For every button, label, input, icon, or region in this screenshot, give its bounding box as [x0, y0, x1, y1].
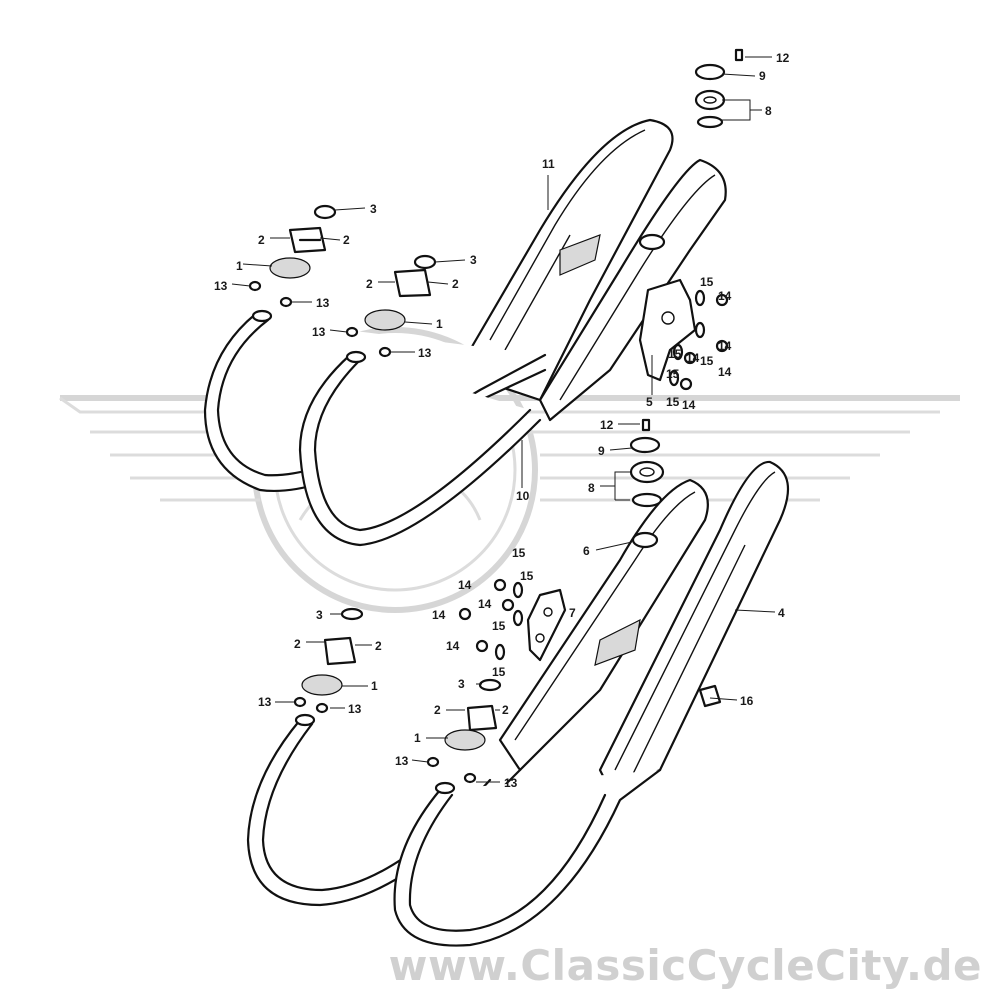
callout-3: 3: [470, 253, 477, 267]
callout-1: 1: [414, 731, 421, 745]
callout-7: 7: [569, 606, 576, 620]
callout-2: 2: [502, 703, 509, 717]
callout-9: 9: [598, 444, 605, 458]
callout-9: 9: [759, 69, 766, 83]
callout-3: 3: [316, 608, 323, 622]
callout-15: 15: [700, 354, 714, 368]
callout-15: 15: [666, 395, 680, 409]
callout-15: 15: [512, 546, 526, 560]
upper-muffler-10: [538, 158, 727, 422]
callout-2: 2: [294, 637, 301, 651]
callout-13: 13: [258, 695, 272, 709]
callout-13: 13: [312, 325, 326, 339]
callout-14: 14: [446, 639, 460, 653]
callout-4: 4: [778, 606, 785, 620]
callout-2: 2: [343, 233, 350, 247]
callout-3: 3: [458, 677, 465, 691]
upper-exhaust-pipes: [203, 309, 547, 547]
callout-13: 13: [316, 296, 330, 310]
callout-14: 14: [718, 339, 732, 353]
callout-12: 12: [776, 51, 790, 65]
callout-13: 13: [348, 702, 362, 716]
callout-14: 14: [458, 578, 472, 592]
callout-1: 1: [236, 259, 243, 273]
callout-2: 2: [452, 277, 459, 291]
upper-bracket-5: [638, 278, 697, 382]
callout-14: 14: [682, 398, 696, 412]
upper-left-fittings: [248, 204, 437, 358]
upper-nuts-washers: [668, 289, 729, 391]
callout-10: 10: [516, 489, 530, 503]
callout-14: 14: [686, 351, 700, 365]
callout-15: 15: [520, 569, 534, 583]
callout-2: 2: [434, 703, 441, 717]
callout-13: 13: [504, 776, 518, 790]
callout-2: 2: [258, 233, 265, 247]
callout-11: 11: [542, 157, 555, 171]
callout-2: 2: [375, 639, 382, 653]
lower-fittings: [293, 607, 722, 784]
callout-leaders: [231, 56, 776, 783]
callout-15: 15: [492, 665, 506, 679]
callout-14: 14: [432, 608, 446, 622]
lower-muffler-6: [498, 478, 709, 772]
lower-exhaust-pipes: [246, 713, 662, 947]
callout-12: 12: [600, 418, 614, 432]
callout-15: 15: [492, 619, 506, 633]
callout-13: 13: [214, 279, 228, 293]
callout-13: 13: [395, 754, 409, 768]
callout-8: 8: [765, 104, 772, 118]
callout-15: 15: [700, 275, 714, 289]
upper-muffler-11: [468, 118, 674, 402]
callout-1: 1: [371, 679, 378, 693]
callout-15: 15: [668, 347, 682, 361]
callout-13: 13: [418, 346, 432, 360]
callout-6: 6: [583, 544, 590, 558]
callout-14: 14: [478, 597, 492, 611]
lower-bracket-7: [526, 588, 567, 662]
callout-2: 2: [366, 277, 373, 291]
callout-14: 14: [718, 365, 732, 379]
callout-8: 8: [588, 481, 595, 495]
upper-clamp-stack: [694, 48, 744, 129]
watermark-site-url: www.ClassicCycleCity.de: [388, 941, 982, 990]
callout-16: 16: [740, 694, 754, 708]
callout-labels: 12 9 8 11 3 2 2 3 1 13 2 2 13 13 1 13 15…: [214, 51, 790, 790]
middle-clamp-stack: [629, 418, 665, 508]
lower-nuts-washers: [458, 578, 524, 661]
lower-muffler-4: [598, 460, 790, 792]
callout-1: 1: [436, 317, 443, 331]
callout-5: 5: [646, 395, 653, 409]
callout-15: 15: [666, 367, 680, 381]
callout-14: 14: [718, 289, 732, 303]
callout-3: 3: [370, 202, 377, 216]
